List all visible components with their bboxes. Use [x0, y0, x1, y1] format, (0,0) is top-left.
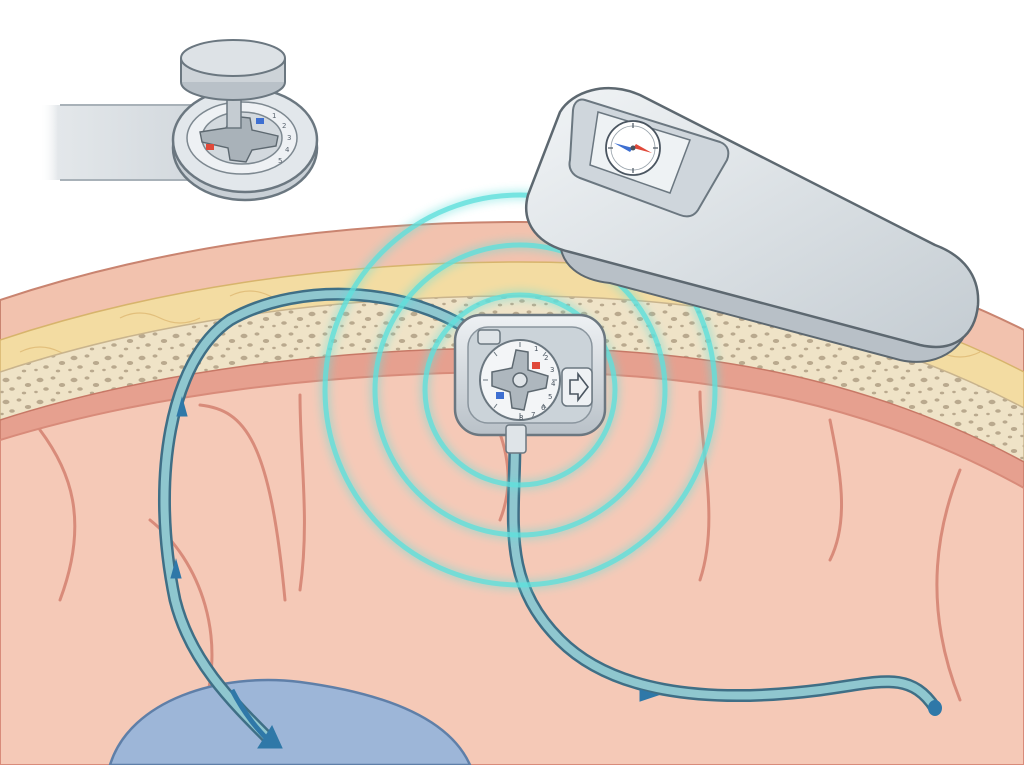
dial-number: 5 — [548, 393, 552, 401]
flow-arrow-icon — [170, 396, 660, 749]
dial-number: 1 — [534, 345, 538, 353]
programmable-shunt-valve-icon: 1 2 3 4 5 6 7 8 — [453, 313, 607, 454]
valve-dial-numbers: 1 2 3 4 5 6 7 8 — [519, 345, 556, 422]
dial-number: 4 — [551, 380, 556, 388]
magnetic-signal-rings — [322, 192, 718, 588]
tool-dial-number: 2 — [282, 122, 286, 130]
compass-icon — [605, 120, 661, 176]
distal-catheter — [506, 433, 942, 716]
wrench-tool-icon: 1 2 3 4 5 — [40, 39, 319, 202]
valve-dial-ticks — [483, 342, 557, 418]
valve-rotor — [491, 349, 549, 411]
head-cross-section — [0, 220, 1024, 765]
dial-number: 7 — [531, 411, 535, 419]
tool-dial-number: 4 — [285, 146, 290, 154]
dial-number: 2 — [544, 354, 548, 362]
tool-dial-number: 3 — [287, 134, 291, 142]
dial-number: 6 — [541, 404, 546, 412]
tool-dial-number: 1 — [272, 112, 276, 120]
tool-dial-number: 5 — [278, 157, 282, 165]
dial-number: 3 — [550, 366, 554, 374]
ventricular-catheter — [157, 287, 497, 747]
tool-dial-numbers: 1 2 3 4 5 — [272, 112, 291, 165]
dial-number: 8 — [519, 414, 523, 422]
handheld-compass-programmer-icon — [525, 87, 980, 363]
ventricle — [108, 678, 472, 765]
